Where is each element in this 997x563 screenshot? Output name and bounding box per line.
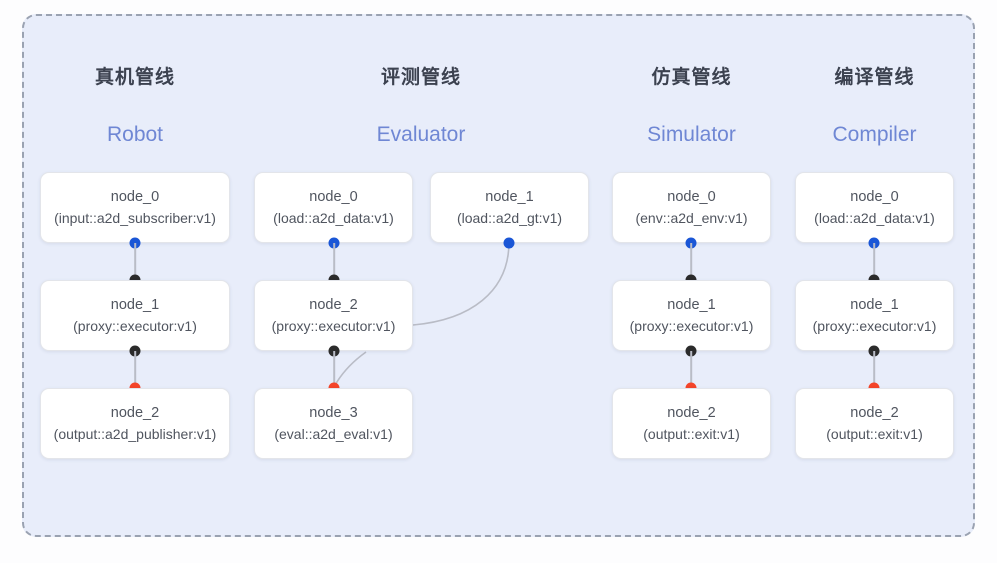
- node-evaluator-gt[interactable]: node_1 (load::a2d_gt:v1): [430, 172, 589, 243]
- node-spec: (load::a2d_data:v1): [273, 209, 394, 226]
- node-name: node_1: [850, 297, 899, 314]
- node-evaluator-0[interactable]: node_0 (load::a2d_data:v1): [254, 172, 413, 243]
- node-name: node_0: [110, 189, 160, 206]
- port-output-evaluator-gt: [503, 237, 515, 249]
- link-robot-0-1: [134, 243, 136, 280]
- node-evaluator-2[interactable]: node_2 (proxy::executor:v1): [254, 280, 413, 351]
- node-name: node_2: [110, 405, 160, 422]
- link-evaluator-0-2: [333, 243, 335, 280]
- column-subtitle-compiler: Compiler: [832, 123, 917, 146]
- node-simulator-1[interactable]: node_1 (proxy::executor:v1): [612, 280, 771, 351]
- node-name: node_0: [309, 189, 358, 206]
- column-title-compiler: 编译管线: [834, 67, 915, 88]
- node-name: node_2: [667, 405, 716, 422]
- node-spec: (eval::a2d_eval:v1): [274, 425, 393, 442]
- node-spec: (output::a2d_publisher:v1): [53, 425, 217, 442]
- node-compiler-1[interactable]: node_1 (proxy::executor:v1): [795, 280, 954, 351]
- column-subtitle-evaluator: Evaluator: [376, 123, 466, 146]
- node-compiler-0[interactable]: node_0 (load::a2d_data:v1): [795, 172, 954, 243]
- link-compiler-0-1: [873, 243, 875, 280]
- node-name: node_0: [850, 189, 899, 206]
- node-spec: (proxy::executor:v1): [271, 317, 396, 334]
- node-name: node_2: [309, 297, 358, 314]
- link-compiler-1-2: [873, 351, 875, 388]
- node-spec: (output::exit:v1): [826, 425, 923, 442]
- node-spec: (output::exit:v1): [643, 425, 740, 442]
- node-name: node_0: [667, 189, 716, 206]
- node-spec: (input::a2d_subscriber:v1): [54, 209, 216, 226]
- node-spec: (proxy::executor:v1): [812, 317, 937, 334]
- node-evaluator-3[interactable]: node_3 (eval::a2d_eval:v1): [254, 388, 413, 459]
- node-name: node_2: [850, 405, 899, 422]
- node-spec: (load::a2d_gt:v1): [456, 209, 563, 226]
- node-name: node_3: [309, 405, 358, 422]
- column-title-evaluator: 评测管线: [380, 67, 461, 88]
- column-title-simulator: 仿真管线: [651, 67, 732, 88]
- node-spec: (proxy::executor:v1): [73, 317, 197, 334]
- node-spec: (env::a2d_env:v1): [635, 209, 748, 226]
- node-robot-1[interactable]: node_1 (proxy::executor:v1): [40, 280, 230, 351]
- node-robot-2[interactable]: node_2 (output::a2d_publisher:v1): [40, 388, 230, 459]
- node-spec: (load::a2d_data:v1): [814, 209, 935, 226]
- link-simulator-0-1: [690, 243, 692, 280]
- column-subtitle-simulator: Simulator: [647, 123, 736, 146]
- link-robot-1-2: [134, 351, 136, 388]
- node-simulator-2[interactable]: node_2 (output::exit:v1): [612, 388, 771, 459]
- node-name: node_1: [110, 297, 160, 314]
- link-simulator-1-2: [690, 351, 692, 388]
- column-title-robot: 真机管线: [94, 67, 175, 88]
- column-subtitle-robot: Robot: [106, 123, 164, 146]
- node-simulator-0[interactable]: node_0 (env::a2d_env:v1): [612, 172, 771, 243]
- node-spec: (proxy::executor:v1): [629, 317, 754, 334]
- node-compiler-2[interactable]: node_2 (output::exit:v1): [795, 388, 954, 459]
- node-name: node_1: [485, 189, 534, 206]
- node-name: node_1: [667, 297, 716, 314]
- link-evaluator-2-3: [333, 351, 335, 388]
- node-robot-0[interactable]: node_0 (input::a2d_subscriber:v1): [40, 172, 230, 243]
